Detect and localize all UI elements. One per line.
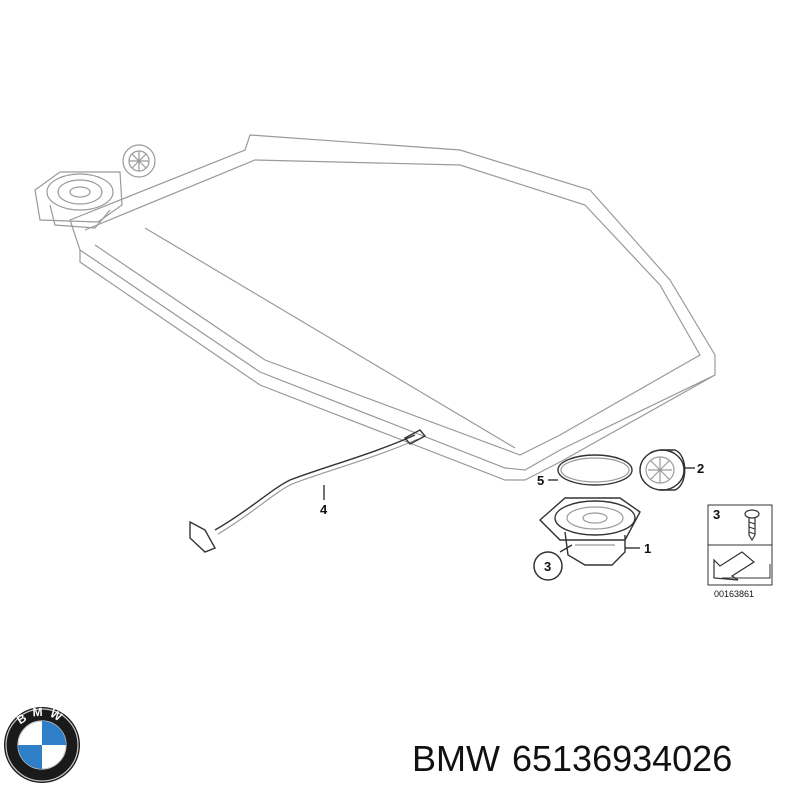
bmw-logo-icon: BMW — [4, 705, 80, 783]
arrow-icon — [713, 551, 771, 581]
parcel-shelf — [69, 134, 716, 481]
callout-3-circle — [533, 551, 563, 581]
leader-lines — [323, 467, 695, 553]
legend-box: 3 — [707, 504, 773, 586]
tweeter — [639, 449, 686, 491]
loudspeaker — [538, 497, 641, 566]
callout-2: 2 — [697, 461, 704, 476]
shelf-speaker-left — [34, 171, 123, 229]
callout-5: 5 — [537, 473, 544, 488]
callout-4: 4 — [320, 502, 328, 517]
part-number: 65136934026 — [511, 738, 733, 779]
callout-1: 1 — [644, 541, 651, 556]
screw-icon — [744, 509, 760, 542]
callout-3: 3 — [544, 559, 551, 574]
brand-name: BMW — [412, 738, 500, 779]
legend-number: 3 — [713, 507, 720, 522]
diagram-number: 00163861 — [714, 589, 754, 599]
part-caption: BMW 65136934026 — [412, 738, 732, 780]
gasket-ring — [557, 454, 633, 486]
shelf-tweeter-left — [122, 144, 156, 178]
speaker-cable — [189, 429, 427, 553]
